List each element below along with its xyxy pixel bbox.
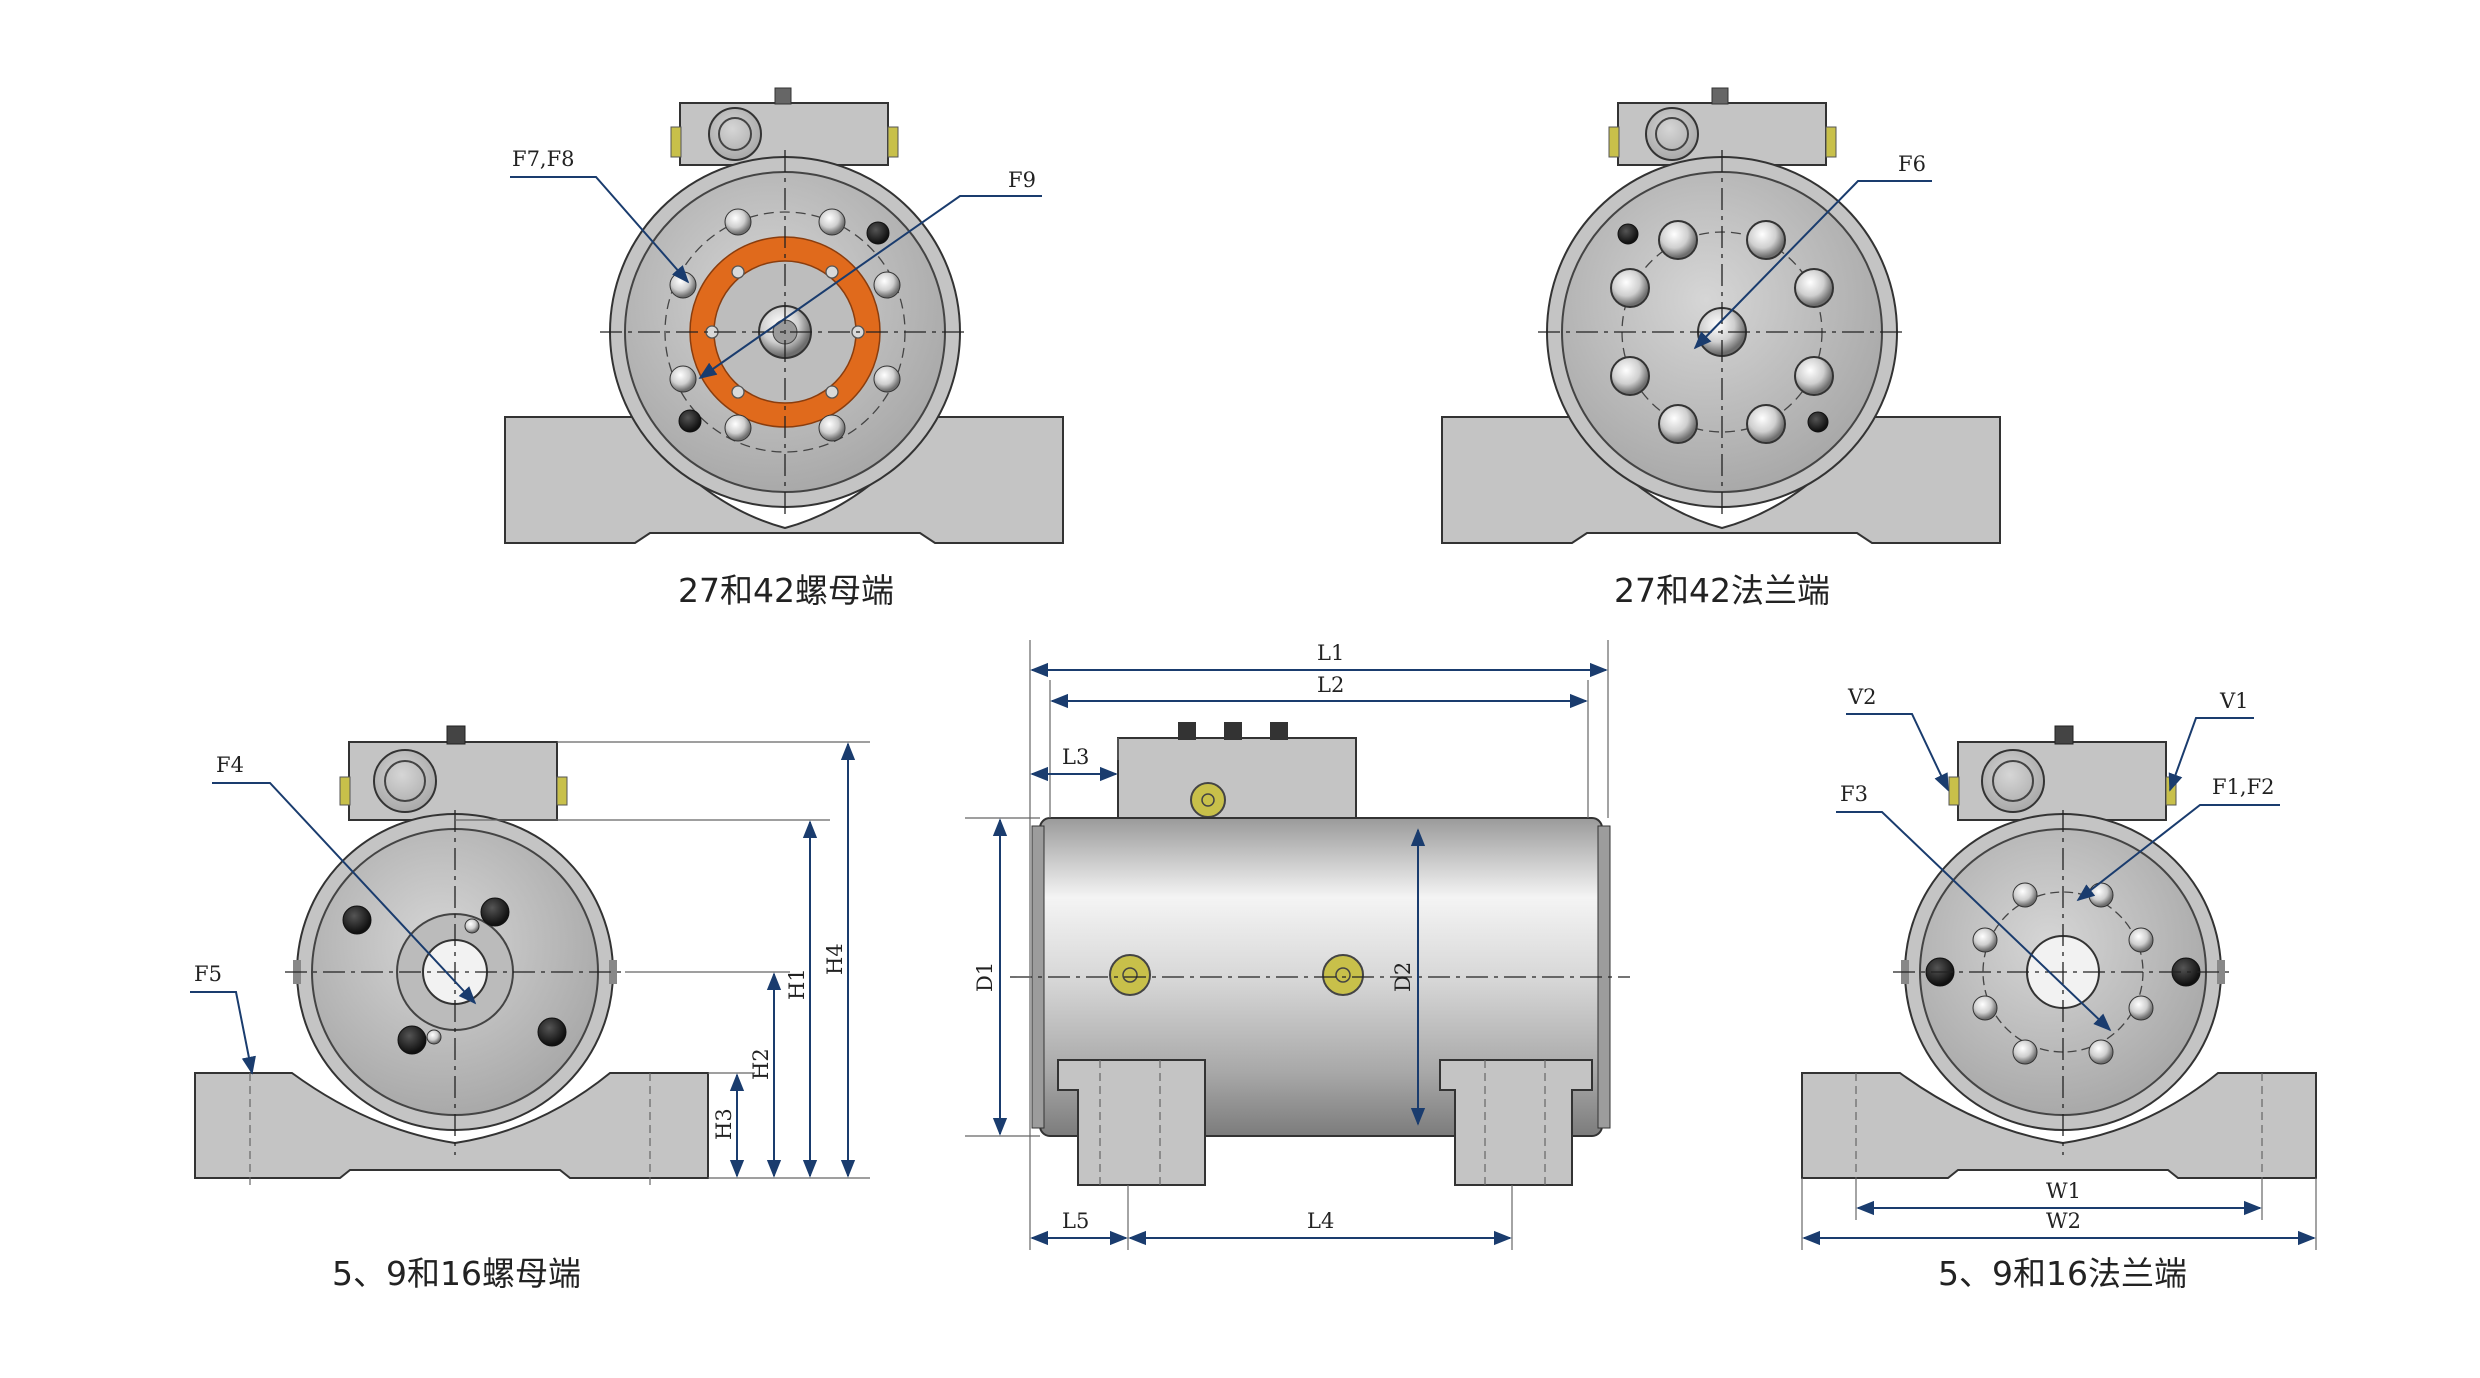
dim-label-l2: L2 [1317,673,1344,697]
view-top-right: F6 27和42法兰端 [1441,87,2001,610]
dim-label-l4: L4 [1307,1209,1334,1233]
valve-plug [774,87,792,105]
fitting-a [1109,954,1151,996]
label-f6: F6 [1898,152,1926,176]
caption-top-left: 27和42螺母端 [678,571,894,610]
fitting-b [1322,954,1364,996]
dim-label-h3: H3 [712,1108,736,1140]
label-f4: F4 [216,753,244,777]
valve-block-side [1117,737,1357,827]
bolt-holes [342,897,567,1055]
foot-left [1057,1059,1206,1186]
mount-base [1801,1072,2317,1179]
caption-bottom-right: 5、9和16法兰端 [1938,1254,2187,1293]
caption-bottom-left: 5、9和16螺母端 [332,1254,581,1293]
dim-label-h1: H1 [785,968,809,1000]
valve-port [1981,749,2045,813]
dim-label-h2: H2 [749,1048,773,1080]
label-v1: V1 [2219,689,2249,713]
view-top-left: F7,F8 F9 27和42螺母端 [504,87,1064,610]
dim-label-d2: D2 [1391,962,1415,992]
view-bottom-left: H3 H2 H1 H4 F4 F5 5、9和16螺母端 [190,725,870,1293]
label-f9: F9 [1008,168,1036,192]
bolt-holes [669,208,901,442]
label-f7f8: F7,F8 [512,147,575,171]
valve-port [373,749,437,813]
dim-label-l1: L1 [1317,641,1344,665]
dim-label-w1: W1 [2046,1179,2081,1203]
flange-bolt-holes [1610,220,1834,444]
label-v2: V2 [1847,685,1877,709]
dim-label-w2: W2 [2046,1209,2081,1233]
label-f1f2: F1,F2 [2212,775,2275,799]
dim-label-d1: D1 [973,962,997,992]
foot-right [1439,1059,1593,1186]
label-f5: F5 [194,962,222,986]
dim-label-h4: H4 [823,943,847,975]
caption-top-right: 27和42法兰端 [1614,571,1830,610]
valve-port [708,107,762,161]
view-side: L1 L2 L3 L5 L4 D1 D2 [965,640,1630,1250]
dim-label-l5: L5 [1062,1209,1089,1233]
label-f3: F3 [1840,782,1868,806]
dim-label-l3: L3 [1062,745,1089,769]
view-bottom-right: W1 W2 V2 V1 F3 F1,F2 5、9和16法兰端 [1801,685,2317,1293]
fitting-top [1190,782,1226,818]
valve-port [1645,107,1699,161]
mount-base [194,1072,709,1179]
